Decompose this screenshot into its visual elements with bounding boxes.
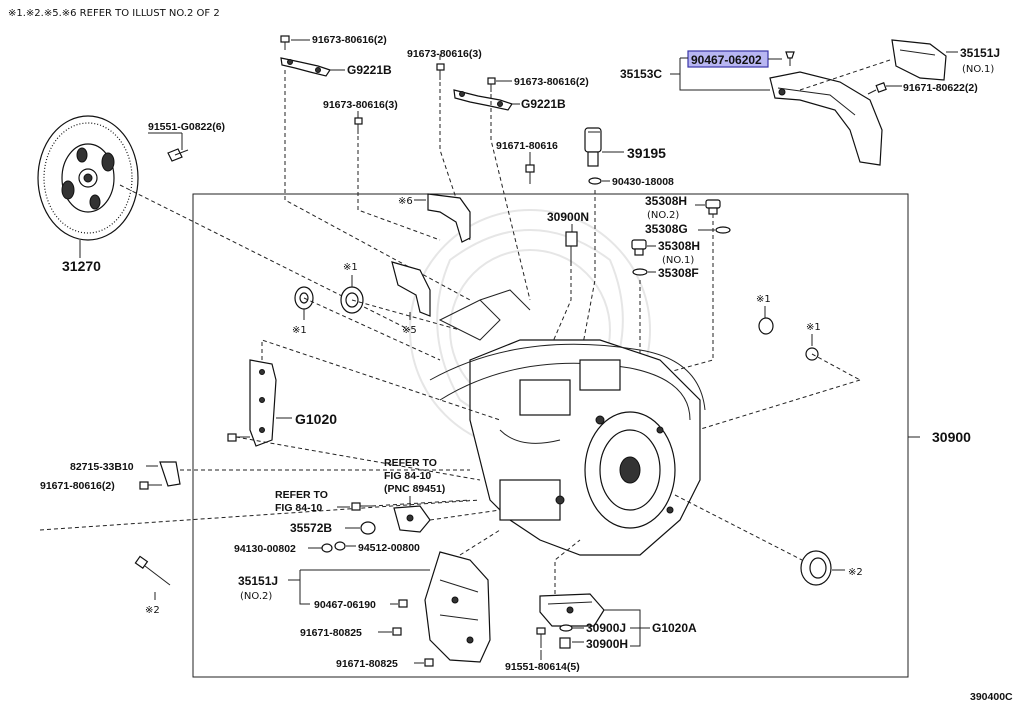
marker-1-d: ※1 xyxy=(806,322,821,333)
mount-bracket-g1020a[interactable] xyxy=(539,593,605,627)
bolt-91673-left[interactable] xyxy=(354,117,363,134)
plug-30900n[interactable] xyxy=(565,231,578,262)
label-30900h: 30900H xyxy=(586,637,628,651)
refer1-line2: FIG 84-10 xyxy=(384,470,431,482)
bolt-m2-left[interactable] xyxy=(134,555,171,586)
label-35308h-no2-sub: (NO.2) xyxy=(647,210,679,221)
clip-90467-06190[interactable] xyxy=(398,599,408,608)
label-91551-g0822: 91551-G0822(6) xyxy=(148,121,225,133)
sensor-refer-fig84-10[interactable] xyxy=(393,505,431,533)
label-91671-80616: 91671-80616 xyxy=(496,140,558,152)
label-30900: 30900 xyxy=(932,429,971,445)
label-31270: 31270 xyxy=(62,258,101,274)
label-94130-00802: 94130-00802 xyxy=(234,543,296,555)
label-35572b: 35572B xyxy=(290,521,332,535)
clamp-82715-33b10[interactable] xyxy=(159,461,181,487)
label-35151j-no1: 35151J xyxy=(960,46,1000,60)
flywheel-damper-31270[interactable] xyxy=(37,115,139,241)
bolt-refer-fig84-10[interactable] xyxy=(351,502,372,511)
label-91671-80616-2: 91671-80616(2) xyxy=(40,480,115,492)
label-90430-18008: 90430-18008 xyxy=(612,176,674,188)
label-91673-top-mid: 91673-80616(3) xyxy=(407,48,482,60)
bolt-91671-80616-2[interactable] xyxy=(139,481,162,490)
bracket-35151j-no2[interactable] xyxy=(424,551,491,663)
assembly-frame xyxy=(192,193,909,678)
label-91673-left: 91673-80616(3) xyxy=(323,99,398,111)
label-g9221b-right: G9221B xyxy=(521,97,566,111)
sensor-39195[interactable] xyxy=(584,127,602,167)
label-35151j-no2-sub: (NO.2) xyxy=(240,591,272,602)
cover-35153c[interactable] xyxy=(769,71,883,166)
label-91671-80622: 91671-80622(2) xyxy=(903,82,978,94)
label-g9221b-left: G9221B xyxy=(347,63,392,77)
label-91673-right: 91673-80616(2) xyxy=(514,76,589,88)
bracket-g9221b-left[interactable] xyxy=(280,57,331,77)
illustration-code: 390400C xyxy=(970,691,1013,703)
bolt-94130-00802[interactable] xyxy=(321,543,333,553)
header-note: ※1.※2.※5.※6 REFER TO ILLUST NO.2 OF 2 xyxy=(8,8,220,19)
label-35308h-no1-sub: (NO.1) xyxy=(662,255,694,266)
seal-35572b[interactable] xyxy=(360,521,376,535)
label-30900n: 30900N xyxy=(547,210,589,224)
marker-6: ※6 xyxy=(398,196,413,207)
bracket-g9221b-right[interactable] xyxy=(453,89,513,111)
seal-m1-c[interactable] xyxy=(758,317,774,335)
clip-90467-06202[interactable] xyxy=(785,51,795,66)
bolt-91671-80616[interactable] xyxy=(525,164,535,184)
label-91551-80614: 91551-80614(5) xyxy=(505,661,580,673)
label-g1020: G1020 xyxy=(295,411,337,427)
label-g1020a: G1020A xyxy=(652,621,697,635)
label-35308g: 35308G xyxy=(645,222,688,236)
label-35308h-no2: 35308H xyxy=(645,194,687,208)
label-35153c: 35153C xyxy=(620,67,662,81)
gasket-35308f[interactable] xyxy=(632,268,648,276)
label-30900j: 30900J xyxy=(586,621,626,635)
bolt-91671-80622[interactable] xyxy=(867,82,887,95)
refer1-line3: (PNC 89451) xyxy=(384,483,445,495)
label-35151j-no2: 35151J xyxy=(238,574,278,588)
bolt-91673-top-mid[interactable] xyxy=(436,63,445,80)
label-91671-80825-a: 91671-80825 xyxy=(300,627,362,639)
guide-m6[interactable] xyxy=(427,193,471,243)
label-82715-33b10: 82715-33B10 xyxy=(70,461,134,473)
washer-30900j[interactable] xyxy=(559,624,573,632)
bracket-g1020[interactable] xyxy=(249,359,277,447)
label-90467-06202: 90467-06202 xyxy=(691,53,762,67)
marker-2-right: ※2 xyxy=(848,567,863,578)
bolt-91673-right[interactable] xyxy=(487,77,496,92)
gasket-35308g[interactable] xyxy=(715,226,731,234)
marker-1-c: ※1 xyxy=(756,294,771,305)
oring-90430-18008[interactable] xyxy=(588,177,602,185)
marker-2-left: ※2 xyxy=(145,605,160,616)
label-91671-80825-b: 91671-80825 xyxy=(336,658,398,670)
label-94512-00800: 94512-00800 xyxy=(358,542,420,554)
seal-m2-right[interactable] xyxy=(800,550,832,586)
bolt-91551-g0822[interactable] xyxy=(167,148,189,162)
refer1-line1: REFER TO xyxy=(384,457,437,469)
washer-94512-00800[interactable] xyxy=(334,541,346,551)
bracket-35151j-no1[interactable] xyxy=(891,39,947,81)
nut-30900h[interactable] xyxy=(559,637,571,649)
refer2-line2: FIG 84-10 xyxy=(275,502,322,514)
refer2-line1: REFER TO xyxy=(275,489,328,501)
transaxle-assembly-30900[interactable] xyxy=(429,289,706,556)
bolt-91671-80825-a[interactable] xyxy=(392,627,402,636)
label-90467-06190: 90467-06190 xyxy=(314,599,376,611)
label-91673-top-left: 91673-80616(2) xyxy=(312,34,387,46)
marker-1-a: ※1 xyxy=(343,262,358,273)
label-39195: 39195 xyxy=(627,145,666,161)
bolt-91673-top-left[interactable] xyxy=(280,35,290,50)
label-35151j-no1-sub: (NO.1) xyxy=(962,64,994,75)
bolt-91551-80614[interactable] xyxy=(536,627,546,648)
bolt-91671-80825-b[interactable] xyxy=(424,658,434,667)
guide-m5[interactable] xyxy=(391,261,431,317)
marker-5: ※5 xyxy=(402,325,417,336)
label-35308f: 35308F xyxy=(658,266,699,280)
plug-35308h-no2[interactable] xyxy=(705,199,721,215)
label-35308h-no1: 35308H xyxy=(658,239,700,253)
marker-1-b: ※1 xyxy=(292,325,307,336)
plug-35308h-no1[interactable] xyxy=(631,239,647,256)
